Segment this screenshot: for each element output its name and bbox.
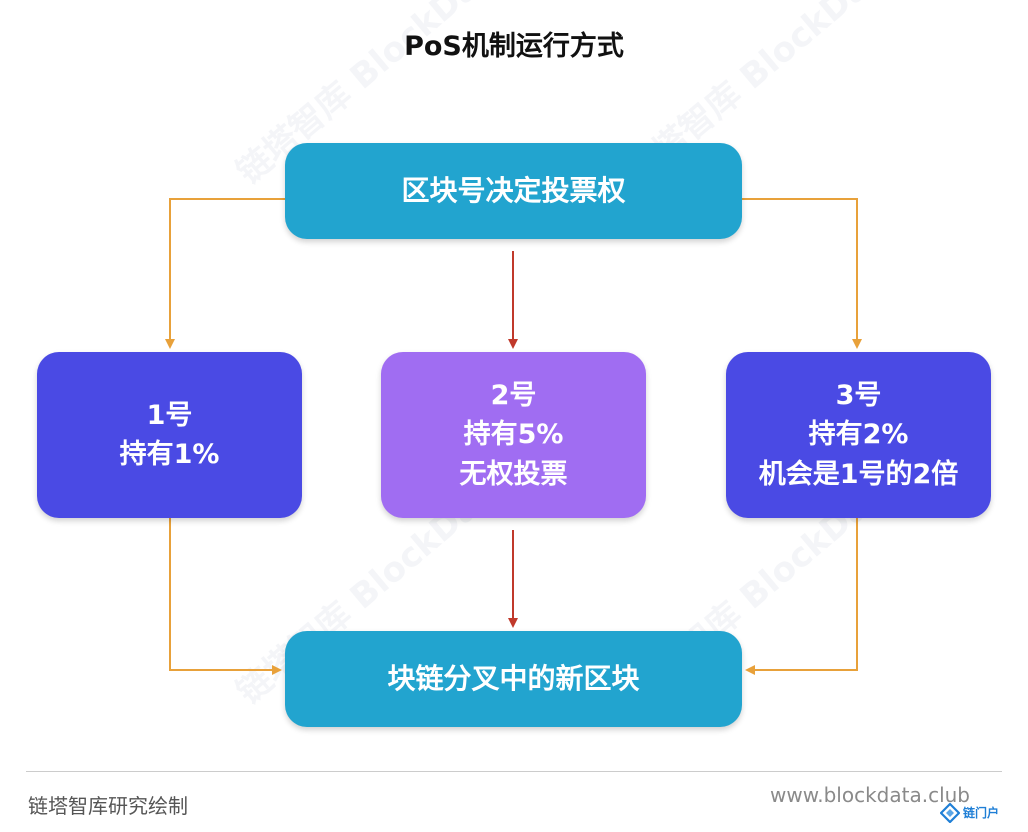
logo-text: 链门户 [963, 806, 1000, 820]
new-block-label: 块链分叉中的新区块 [387, 661, 640, 695]
footer-logo: 链门户 [940, 803, 999, 823]
arrow-node1-to-bottom [169, 518, 282, 675]
node-2-box: 2号 持有5% 无权投票 [381, 352, 646, 518]
blockdata-logo-icon [940, 803, 960, 823]
footer-website: www.blockdata.club [770, 783, 970, 807]
arrow-node3-to-bottom [745, 518, 858, 675]
node-2-note: 无权投票 [459, 458, 568, 490]
node-1-box: 1号 持有1% [37, 352, 302, 518]
node-1-name: 1号 [146, 399, 193, 431]
arrow-top-to-node3 [742, 198, 862, 349]
node-3-box: 3号 持有2% 机会是1号的2倍 [726, 352, 991, 518]
node-1-holding: 持有1% [119, 439, 220, 470]
node-3-holding: 持有2% [808, 419, 909, 451]
node-2-holding: 持有5% [463, 419, 564, 451]
node-3-name: 3号 [835, 380, 882, 412]
node-3-note: 机会是1号的2倍 [758, 458, 959, 490]
footer-credit: 链塔智库研究绘制 [28, 794, 188, 818]
footer-divider [26, 771, 1002, 772]
arrow-top-to-node1 [165, 198, 285, 349]
voting-rights-box: 区块号决定投票权 [285, 143, 742, 239]
page-title: PoS机制运行方式 [404, 31, 624, 62]
new-block-box: 块链分叉中的新区块 [285, 631, 742, 727]
node-2-name: 2号 [490, 380, 537, 412]
voting-rights-label: 区块号决定投票权 [401, 173, 626, 207]
